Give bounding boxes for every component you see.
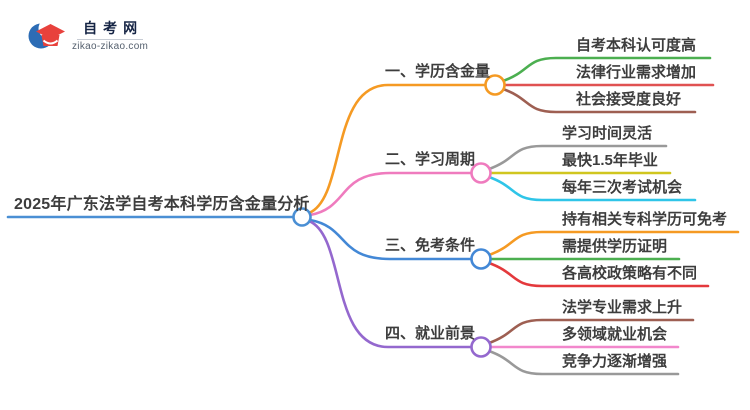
branch-1-label: 一、学历含金量 [385,63,491,80]
branch-4-child-1-label: 法学专业需求上升 [562,299,683,316]
branch-1-child-3-label: 社会接受度良好 [576,91,682,108]
branch-1-child-1-label: 自考本科认可度高 [576,37,697,54]
branch-3-child-1-label: 持有相关专科学历可免考 [562,211,728,228]
branch-2-node [470,162,492,184]
branch-3-label: 三、免考条件 [385,237,476,254]
site-logo[interactable]: 自考网 zikao-zikao.com [28,19,148,52]
connector-branch-4-child-3 [487,349,680,376]
connector-branch-2-child-1 [487,144,668,171]
connector-branch-3-child-1 [487,230,740,257]
connector-branch-1 [307,83,487,215]
connector-branch-4-child-1 [487,318,695,345]
connector-branch-2 [308,171,473,217]
branch-2-label: 二、学习周期 [385,151,476,168]
branch-1-node [484,74,506,96]
branch-2-child-1-label: 学习时间灵活 [562,125,653,142]
branch-3-child-3-label: 各高校政策略有不同 [562,265,698,282]
connector-branch-1-child-3 [501,87,697,114]
logo-divider [77,39,144,40]
mindmap-root-title: 2025年广东法学自考本科学历含金量分析 [14,196,310,213]
connector-branch-2-child-3 [487,175,697,202]
branch-1-child-2-label: 法律行业需求增加 [576,64,697,81]
branch-2-child-3-label: 每年三次考试机会 [562,179,683,196]
branch-2-child-2-label: 最快1.5年毕业 [562,152,658,169]
branch-3-child-2-label: 需提供学历证明 [562,238,668,255]
site-url: zikao-zikao.com [72,41,149,52]
branch-4-label: 四、就业前景 [385,325,476,342]
branch-4-child-3-label: 竞争力逐渐增强 [562,353,668,370]
connector-branch-3-child-3 [487,261,710,288]
branch-3-node [470,248,492,270]
connector-branch-3 [308,218,473,261]
connector-branch-1-child-1 [501,56,712,83]
site-name: 自考网 [83,20,144,36]
connector-branch-4 [307,219,473,349]
branch-4-child-2-label: 多领域就业机会 [562,326,668,343]
graduation-cap-icon [28,19,65,49]
root-node [292,207,312,227]
branch-4-node [470,336,492,358]
